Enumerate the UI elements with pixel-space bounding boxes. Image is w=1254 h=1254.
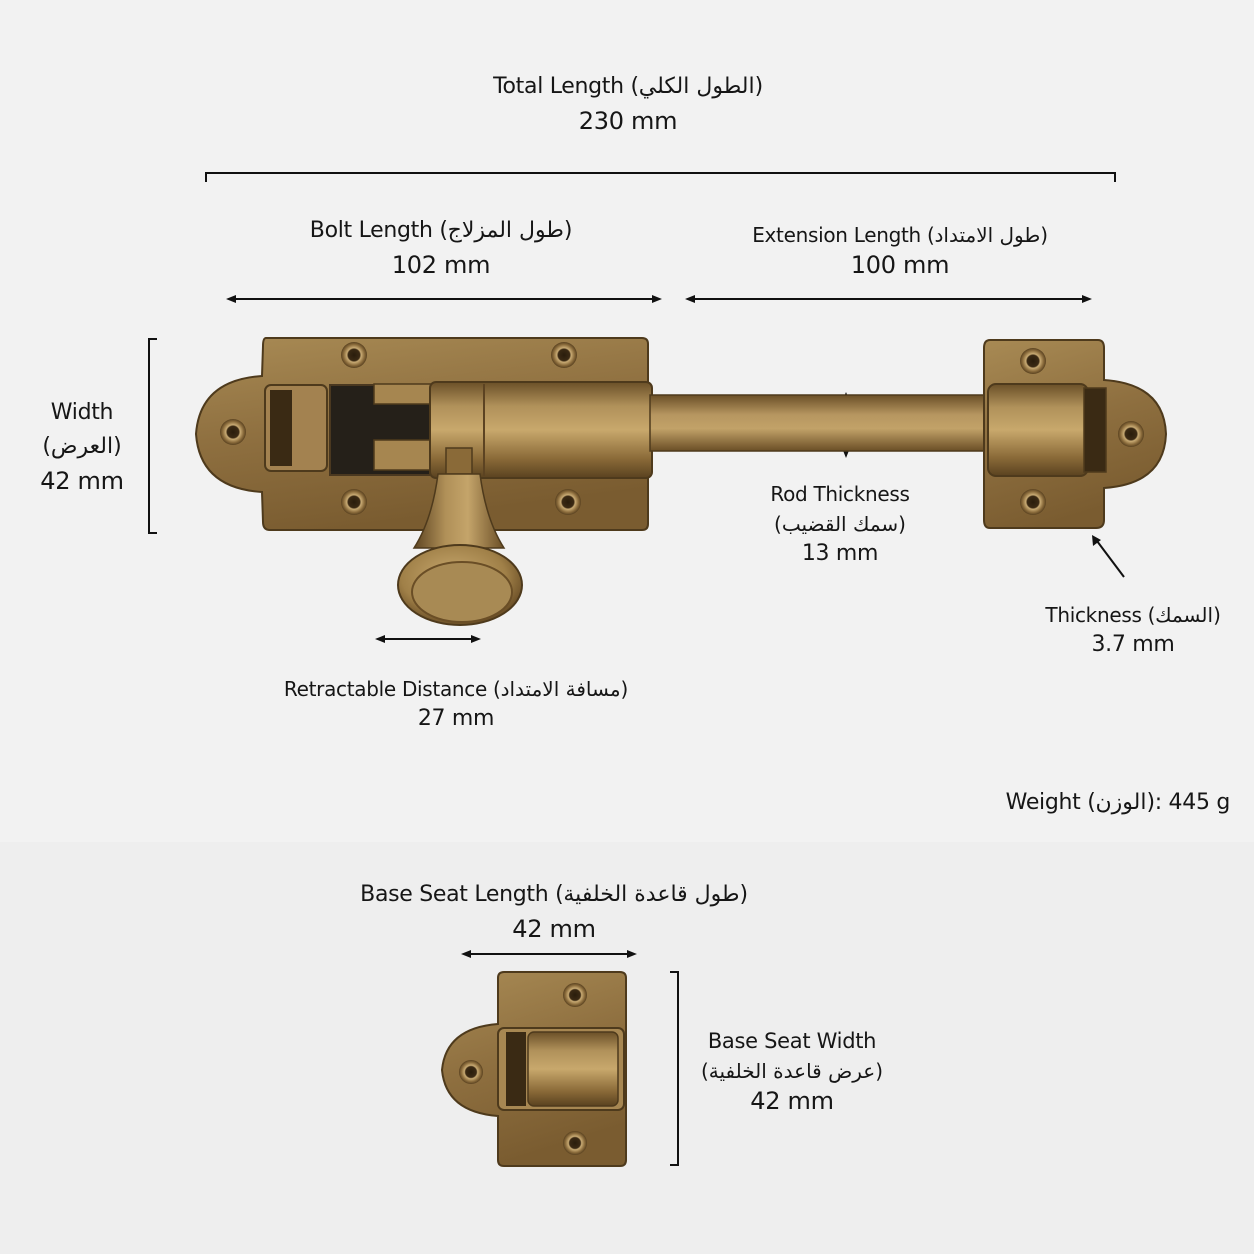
base-seat-length-label: Base Seat Length (طول قاعدة الخلفية) 42 …	[354, 878, 754, 946]
bolt-length-title: Bolt Length (طول المزلاج)	[309, 218, 573, 243]
rod-thickness-value: 13 mm	[801, 541, 879, 566]
bolt-plate	[194, 337, 653, 531]
base-seat-length-value: 42 mm	[512, 915, 596, 943]
base-seat-length-title: Base Seat Length (طول قاعدة الخلفية)	[360, 882, 748, 907]
retractable-distance-value: 27 mm	[417, 706, 495, 731]
retractable-distance-title: Retractable Distance (مسافة الامتداد)	[283, 677, 629, 701]
total-length-value: 230 mm	[578, 107, 678, 135]
width-value: 42 mm	[40, 467, 124, 495]
base-seat-width-label: Base Seat Width (عرض قاعدة الخلفية) 42 m…	[682, 1026, 902, 1116]
width-title: Width	[50, 400, 114, 425]
extension-length-title: Extension Length (طول الامتداد)	[752, 223, 1048, 247]
weight-text: Weight (الوزن): 445 g	[1005, 790, 1231, 815]
extension-length-value: 100 mm	[850, 251, 950, 279]
thickness-label: Thickness (السمك) 3.7 mm	[1024, 600, 1242, 660]
rod	[649, 394, 1003, 452]
base-seat-width-title-arabic: (عرض قاعدة الخلفية)	[700, 1059, 884, 1083]
thickness-value: 3.7 mm	[1091, 632, 1175, 657]
total-length-bracket	[205, 172, 1116, 182]
weight-label: Weight (الوزن): 445 g	[930, 786, 1231, 820]
thickness-pointer	[1096, 540, 1125, 578]
width-title-arabic: (العرض)	[42, 434, 122, 459]
rod-thickness-title: Rod Thickness	[770, 482, 910, 506]
rod-thickness-label: Rod Thickness (سمك القضيب) 13 mm	[740, 479, 940, 569]
extension-length-label: Extension Length (طول الامتداد) 100 mm	[690, 220, 1110, 280]
base-seat-width-bracket	[670, 971, 679, 1166]
retractable-distance-label: Retractable Distance (مسافة الامتداد) 27…	[256, 674, 656, 734]
width-bracket	[148, 338, 157, 534]
bolt-length-value: 102 mm	[391, 251, 491, 279]
base-seat-width-title: Base Seat Width	[707, 1029, 877, 1053]
total-length-title: Total Length (الطول الكلي)	[493, 74, 763, 99]
total-length-label: Total Length (الطول الكلي) 230 mm	[428, 70, 828, 138]
base-seat	[440, 971, 627, 1167]
rod-thickness-title-arabic: (سمك القضيب)	[774, 512, 906, 536]
right-keeper	[983, 339, 1168, 529]
knob	[397, 447, 523, 626]
bolt-length-label: Bolt Length (طول المزلاج) 102 mm	[241, 214, 641, 282]
thickness-title: Thickness (السمك)	[1045, 603, 1221, 627]
dimension-lines	[148, 172, 1125, 1166]
width-label: Width (العرض) 42 mm	[20, 396, 144, 498]
base-seat-width-value: 42 mm	[750, 1087, 834, 1115]
